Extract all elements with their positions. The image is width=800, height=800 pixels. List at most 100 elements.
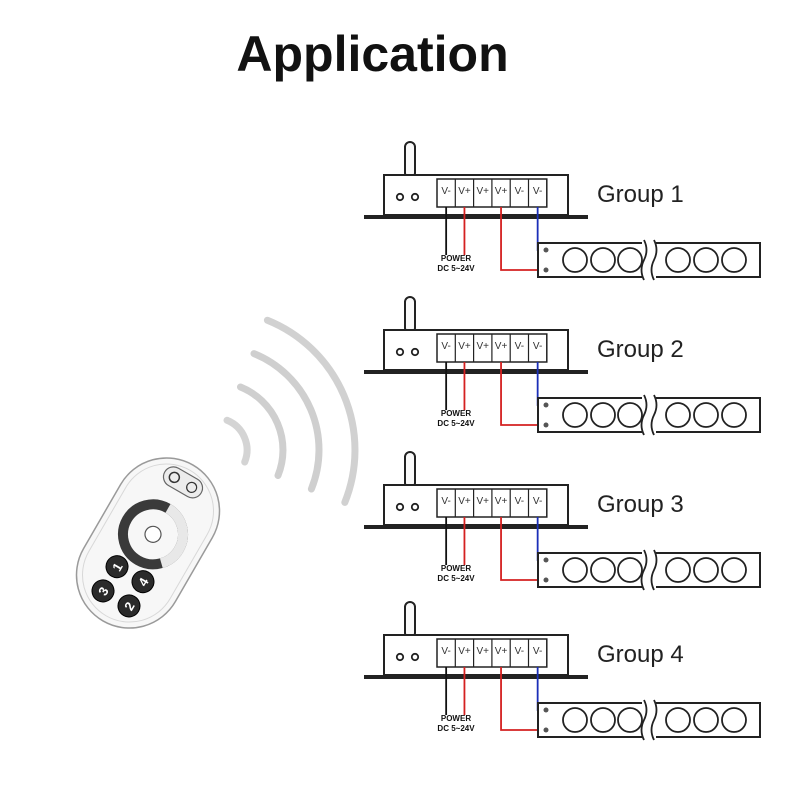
led-chip (617, 402, 643, 428)
terminal-label: V+ (458, 186, 471, 197)
led-chip (721, 402, 747, 428)
controller-base (364, 370, 588, 374)
power-icon (168, 471, 181, 484)
strip-break-mark (640, 239, 648, 281)
led-chip (590, 247, 616, 273)
strip-break-mark (640, 549, 648, 591)
led-chip (562, 247, 588, 273)
terminal-label: V- (533, 646, 542, 657)
led-chip (665, 247, 691, 273)
antenna (404, 451, 416, 489)
led-chip (617, 557, 643, 583)
power-mode-pill (162, 466, 204, 499)
led-chip (693, 247, 719, 273)
signal-wave-arc (250, 350, 323, 493)
led-chip (665, 557, 691, 583)
signal-wave-arc (263, 316, 359, 506)
led-indicator (395, 347, 405, 357)
strip-pad (543, 557, 549, 563)
led-chip (721, 557, 747, 583)
terminal-label: V- (515, 646, 524, 657)
terminal-label: V+ (476, 341, 489, 352)
terminal-label: V+ (458, 646, 471, 657)
power-spec: DC 5~24V (437, 724, 475, 733)
led-chip (693, 402, 719, 428)
controller-base (364, 215, 588, 219)
strip-pad (543, 267, 549, 273)
terminal-label: V+ (476, 646, 489, 657)
terminal-label: V- (515, 186, 524, 197)
remote-body (75, 457, 221, 629)
led-indicator (410, 192, 420, 202)
terminal-label: V- (515, 496, 524, 507)
terminal-label: V- (533, 341, 542, 352)
touch-ring-highlight (118, 499, 188, 570)
group-label: Group 4 (597, 641, 684, 668)
led-chip (721, 707, 747, 733)
power-label: POWER (441, 254, 471, 263)
terminal-label: V- (441, 341, 450, 352)
led-chip (590, 707, 616, 733)
terminal-label: V- (515, 341, 524, 352)
remote-button (105, 555, 129, 579)
mode-icon (186, 481, 198, 493)
strip-break-mark (640, 394, 648, 436)
terminal-label: V+ (476, 186, 489, 197)
terminal-label: V+ (495, 186, 508, 197)
strip-break-gap (642, 240, 656, 280)
output-positive-wire (500, 207, 546, 271)
terminal-label: V- (441, 496, 450, 507)
group-label: Group 1 (597, 181, 684, 208)
led-indicator (410, 502, 420, 512)
signal-wave-arc (223, 416, 251, 466)
strip-break-mark (650, 394, 658, 436)
led-chip (693, 707, 719, 733)
led-indicator (395, 192, 405, 202)
terminal-label: V- (441, 186, 450, 197)
strip-pad (543, 707, 549, 713)
strip-break-mark (640, 699, 648, 741)
power-label: POWER (441, 714, 471, 723)
led-chip (590, 557, 616, 583)
remote-button (131, 570, 155, 594)
led-chip (617, 247, 643, 273)
group-label: Group 3 (597, 491, 684, 518)
led-chip (721, 247, 747, 273)
terminal-label: V+ (495, 341, 508, 352)
strip-break-gap (642, 550, 656, 590)
led-indicator (410, 347, 420, 357)
antenna (404, 296, 416, 334)
terminal-label: V- (533, 186, 542, 197)
terminal-label: V+ (458, 341, 471, 352)
led-chip (617, 707, 643, 733)
power-spec: DC 5~24V (437, 574, 475, 583)
terminal-label: V+ (458, 496, 471, 507)
antenna (404, 141, 416, 179)
power-spec: DC 5~24V (437, 419, 475, 428)
strip-pad (543, 422, 549, 428)
remote-body-rim (82, 463, 214, 623)
controller-base (364, 525, 588, 529)
output-positive-wire (500, 667, 546, 731)
terminal-label: V+ (476, 496, 489, 507)
signal-waves (223, 316, 359, 506)
remote-button (91, 579, 115, 603)
remote-button (117, 594, 141, 618)
led-indicator (410, 652, 420, 662)
strip-pad (543, 247, 549, 253)
strip-break-gap (642, 395, 656, 435)
led-chip (590, 402, 616, 428)
led-chip (665, 402, 691, 428)
output-positive-wire (500, 362, 546, 426)
strip-pad (543, 727, 549, 733)
power-label: POWER (441, 409, 471, 418)
controller-base (364, 675, 588, 679)
strip-break-mark (650, 239, 658, 281)
terminal-label: V- (533, 496, 542, 507)
